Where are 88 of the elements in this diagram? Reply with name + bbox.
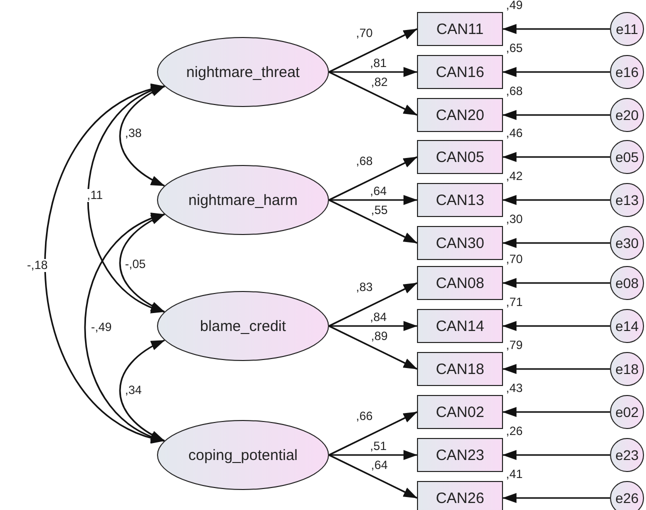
arrow	[502, 110, 610, 120]
edge-label: ,64	[370, 459, 389, 472]
observed-variable-box: CAN13	[417, 183, 503, 217]
arrow	[328, 325, 418, 370]
arrow	[502, 450, 610, 460]
covariance-arrow	[84, 214, 165, 442]
error-term-circle: e20	[610, 98, 644, 132]
r-squared-value: ,41	[505, 468, 524, 481]
edge-label: ,34	[124, 384, 143, 397]
edge-label: ,84	[369, 311, 388, 324]
edge-label: ,11	[86, 189, 104, 202]
edge-label: ,51	[369, 440, 388, 453]
edge-label: ,55	[370, 204, 389, 217]
r-squared-value: ,46	[505, 127, 524, 140]
observed-variable-box: CAN08	[417, 266, 503, 300]
arrow	[502, 195, 610, 205]
edge-label: -,05	[124, 258, 147, 271]
arrow	[328, 411, 418, 456]
arrow	[329, 321, 418, 331]
edge-label: ,82	[370, 76, 389, 89]
arrow	[502, 238, 610, 248]
arrow	[328, 282, 418, 327]
error-term-circle: e13	[610, 183, 644, 217]
covariance-arrow	[87, 86, 165, 313]
arrow	[328, 454, 418, 499]
edge-label: ,68	[355, 155, 374, 168]
observed-variable-box: CAN18	[417, 352, 503, 386]
edge-label: ,89	[370, 330, 389, 343]
error-term-circle: e30	[610, 226, 644, 260]
arrow	[328, 71, 418, 116]
observed-variable-box: CAN26	[417, 481, 503, 510]
r-squared-value: ,43	[505, 382, 524, 395]
arrow	[328, 199, 418, 244]
observed-variable-box: CAN02	[417, 395, 503, 429]
covariance-arrow	[119, 340, 165, 442]
r-squared-value: ,42	[505, 170, 524, 183]
arrow	[502, 152, 610, 162]
r-squared-value: ,68	[505, 85, 524, 98]
observed-variable-box: CAN16	[417, 55, 503, 89]
error-term-circle: e08	[610, 266, 644, 300]
arrow	[329, 195, 418, 205]
arrow	[502, 24, 610, 34]
observed-variable-box: CAN14	[417, 309, 503, 343]
observed-variable-box: CAN20	[417, 98, 503, 132]
error-term-circle: e23	[610, 438, 644, 472]
arrow	[502, 364, 610, 374]
error-term-circle: e02	[610, 395, 644, 429]
arrow	[328, 28, 418, 73]
r-squared-value: ,49	[505, 0, 524, 12]
observed-variable-box: CAN11	[417, 12, 503, 46]
r-squared-value: ,26	[505, 425, 524, 438]
edge-label: ,81	[369, 57, 388, 70]
latent-variable-ellipse: nightmare_harm	[157, 165, 329, 235]
arrow	[502, 278, 610, 288]
edge-label: ,83	[355, 281, 374, 294]
arrow	[328, 156, 418, 201]
edge-label: ,70	[355, 27, 374, 40]
arrow	[329, 450, 418, 460]
error-term-circle: e16	[610, 55, 644, 89]
arrow	[502, 493, 610, 503]
edge-label: ,66	[355, 410, 374, 423]
latent-variable-ellipse: coping_potential	[157, 420, 329, 490]
error-term-circle: e18	[610, 352, 644, 386]
edge-label: -,18	[26, 259, 49, 272]
edge-label: -,49	[90, 321, 113, 334]
error-term-circle: e11	[610, 12, 644, 46]
error-term-circle: e26	[610, 481, 644, 510]
observed-variable-box: CAN30	[417, 226, 503, 260]
r-squared-value: ,70	[505, 253, 524, 266]
edge-label: ,64	[369, 185, 388, 198]
covariance-arrow	[119, 214, 165, 312]
latent-variable-ellipse: nightmare_threat	[157, 37, 329, 107]
latent-variable-ellipse: blame_credit	[157, 291, 329, 361]
observed-variable-box: CAN23	[417, 438, 503, 472]
observed-variable-box: CAN05	[417, 140, 503, 174]
arrow	[502, 67, 610, 77]
covariance-arrow	[44, 86, 165, 442]
arrow	[502, 407, 610, 417]
r-squared-value: ,79	[505, 339, 524, 352]
r-squared-value: ,30	[505, 213, 524, 226]
arrow	[329, 67, 418, 77]
arrow	[502, 321, 610, 331]
r-squared-value: ,71	[505, 296, 524, 309]
error-term-circle: e05	[610, 140, 644, 174]
edge-label: ,38	[124, 127, 143, 140]
covariance-arrow	[119, 86, 165, 186]
r-squared-value: ,65	[505, 42, 524, 55]
error-term-circle: e14	[610, 309, 644, 343]
